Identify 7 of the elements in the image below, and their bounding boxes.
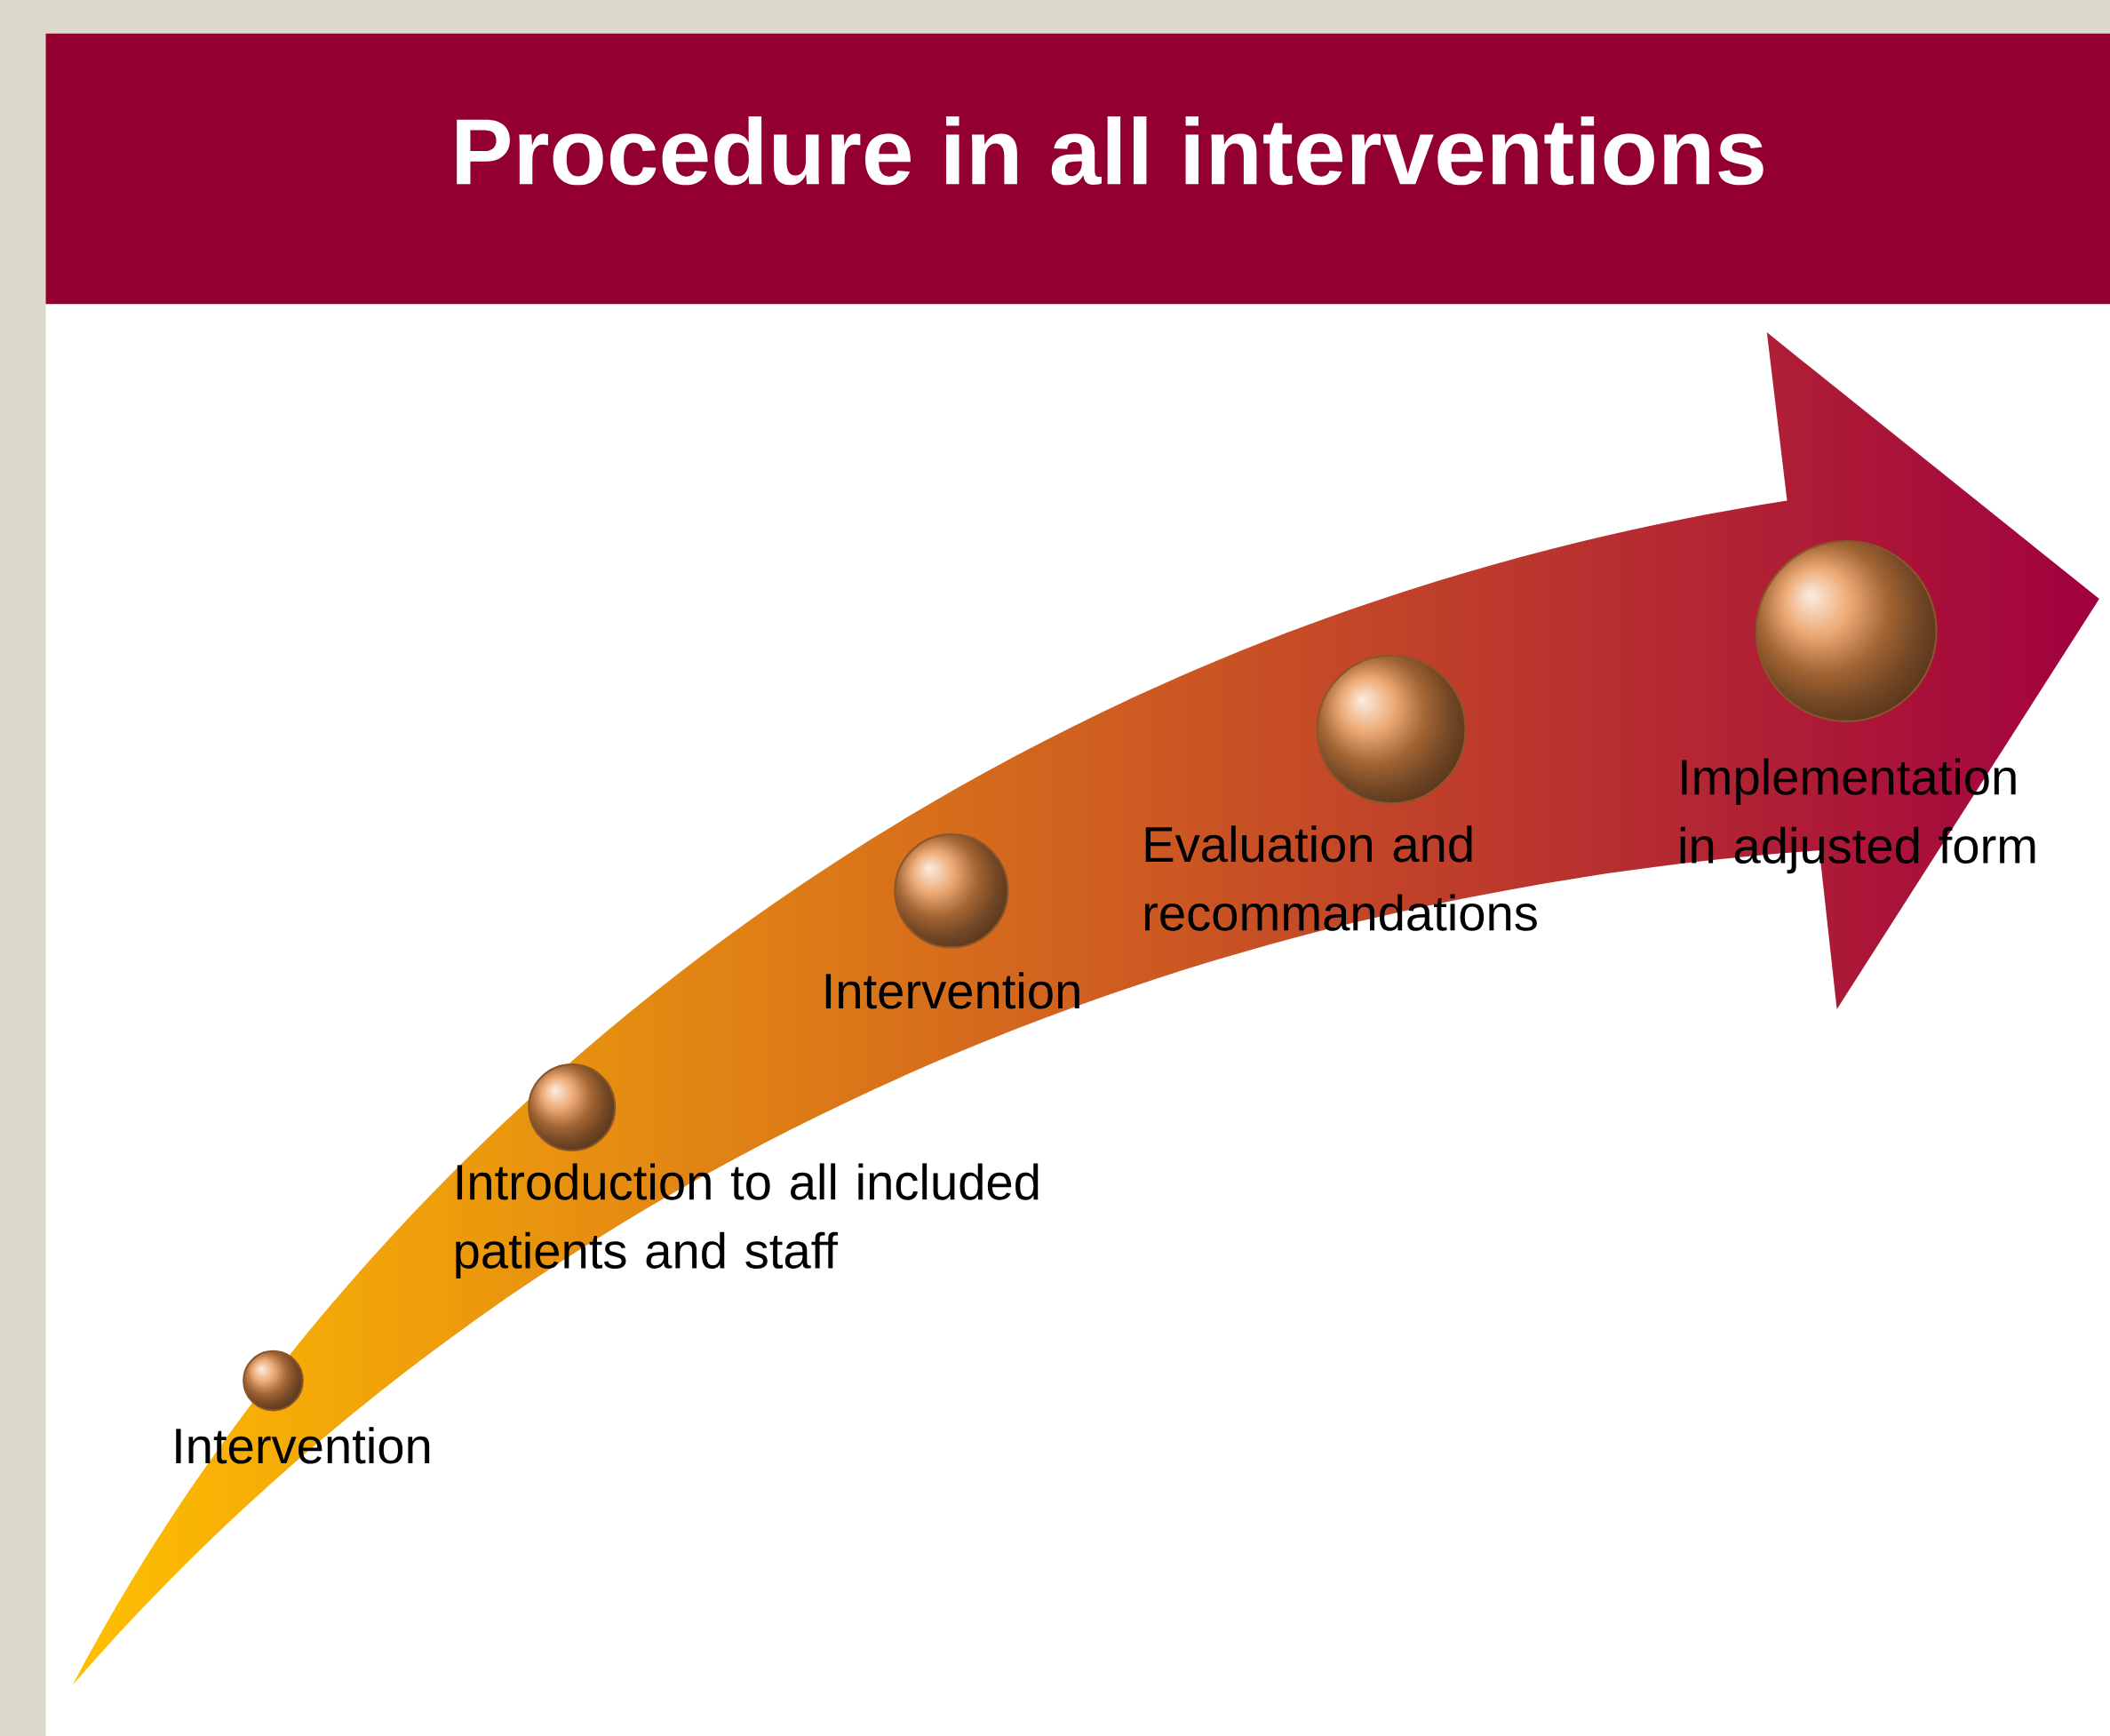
sphere [243, 1350, 304, 1412]
sphere [1755, 539, 1938, 722]
sphere [528, 1063, 617, 1152]
sphere [1316, 654, 1467, 805]
sphere [894, 833, 1009, 949]
title-banner: Procedure in all interventions [45, 33, 2110, 305]
step-label: Intervention [825, 972, 1079, 1009]
